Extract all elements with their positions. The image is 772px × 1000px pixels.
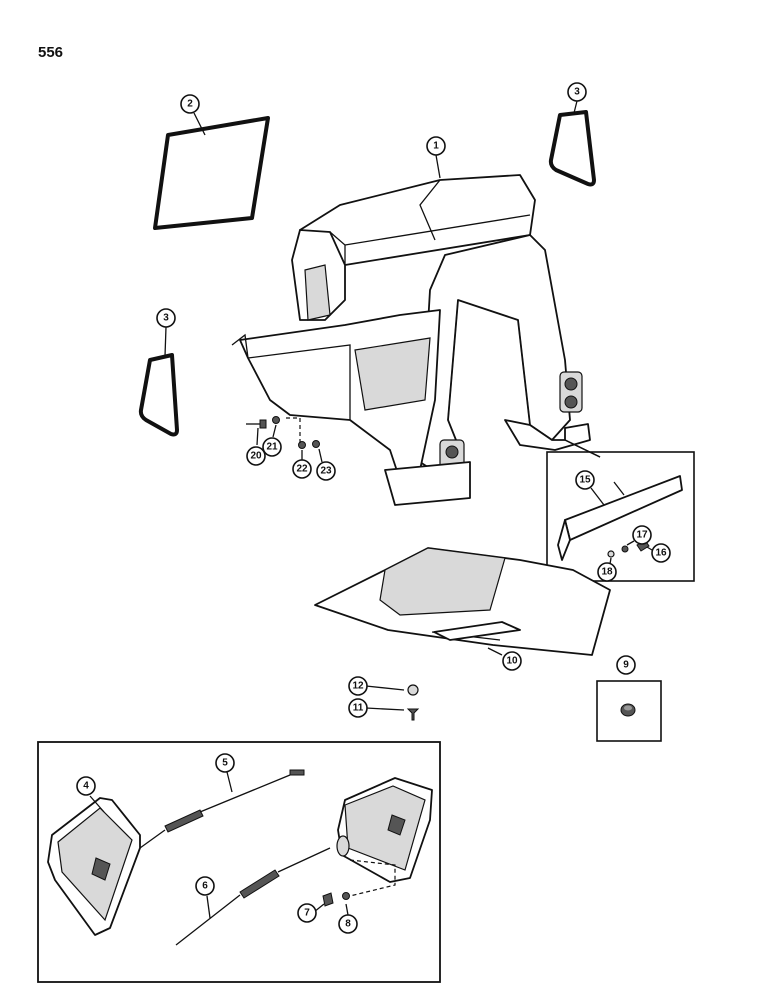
svg-text:8: 8 bbox=[345, 919, 351, 930]
svg-text:17: 17 bbox=[636, 530, 648, 541]
hardware-cab-mount bbox=[246, 416, 323, 463]
cab-frame bbox=[231, 174, 591, 506]
callout-23: 23 bbox=[316, 461, 336, 481]
svg-text:6: 6 bbox=[202, 881, 208, 892]
lamp-assembly-inset bbox=[37, 741, 441, 983]
callout-6: 6 bbox=[195, 876, 215, 896]
svg-text:7: 7 bbox=[304, 908, 310, 919]
svg-text:18: 18 bbox=[601, 567, 613, 578]
svg-text:10: 10 bbox=[506, 656, 518, 667]
callout-16: 16 bbox=[651, 543, 671, 563]
callout-10: 10 bbox=[502, 651, 522, 671]
step-plate-inset bbox=[546, 439, 695, 582]
rear-window-gasket bbox=[153, 112, 270, 230]
callout-15: 15 bbox=[575, 470, 595, 490]
svg-text:4: 4 bbox=[83, 781, 89, 792]
callout-1: 1 bbox=[426, 136, 446, 156]
callout-18: 18 bbox=[597, 562, 617, 582]
svg-text:23: 23 bbox=[320, 466, 332, 477]
svg-text:16: 16 bbox=[655, 548, 667, 559]
page-number: 556 bbox=[38, 44, 64, 61]
svg-text:22: 22 bbox=[296, 464, 308, 475]
leader-line bbox=[435, 154, 441, 179]
svg-text:20: 20 bbox=[250, 451, 262, 462]
callout-21: 21 bbox=[262, 437, 282, 457]
callout-4: 4 bbox=[76, 776, 96, 796]
svg-text:2: 2 bbox=[187, 99, 193, 110]
callout-3: 3 bbox=[567, 82, 587, 102]
svg-text:3: 3 bbox=[163, 313, 169, 324]
callout-8: 8 bbox=[338, 914, 358, 934]
callout-7: 7 bbox=[297, 903, 317, 923]
callout-11: 11 bbox=[348, 698, 368, 718]
svg-text:21: 21 bbox=[266, 442, 278, 453]
callout-12: 12 bbox=[348, 676, 368, 696]
callout-3: 3 bbox=[156, 308, 176, 328]
hardware-floor bbox=[365, 684, 420, 721]
callout-9: 9 bbox=[616, 655, 636, 675]
callout-2: 2 bbox=[180, 94, 200, 114]
callout-22: 22 bbox=[292, 459, 312, 479]
grommet-inset bbox=[596, 680, 662, 742]
svg-text:1: 1 bbox=[433, 141, 439, 152]
svg-text:11: 11 bbox=[353, 703, 364, 714]
leader-line bbox=[590, 487, 605, 506]
svg-text:5: 5 bbox=[222, 758, 228, 769]
callout-17: 17 bbox=[632, 525, 652, 545]
svg-text:3: 3 bbox=[574, 87, 580, 98]
floor-plate bbox=[314, 547, 611, 656]
svg-text:12: 12 bbox=[352, 681, 364, 692]
svg-text:15: 15 bbox=[579, 475, 591, 486]
side-window-gasket-lower bbox=[138, 326, 179, 437]
callout-20: 20 bbox=[246, 446, 266, 466]
side-window-gasket-upper bbox=[548, 100, 596, 187]
callout-5: 5 bbox=[215, 753, 235, 773]
svg-text:9: 9 bbox=[623, 660, 629, 671]
